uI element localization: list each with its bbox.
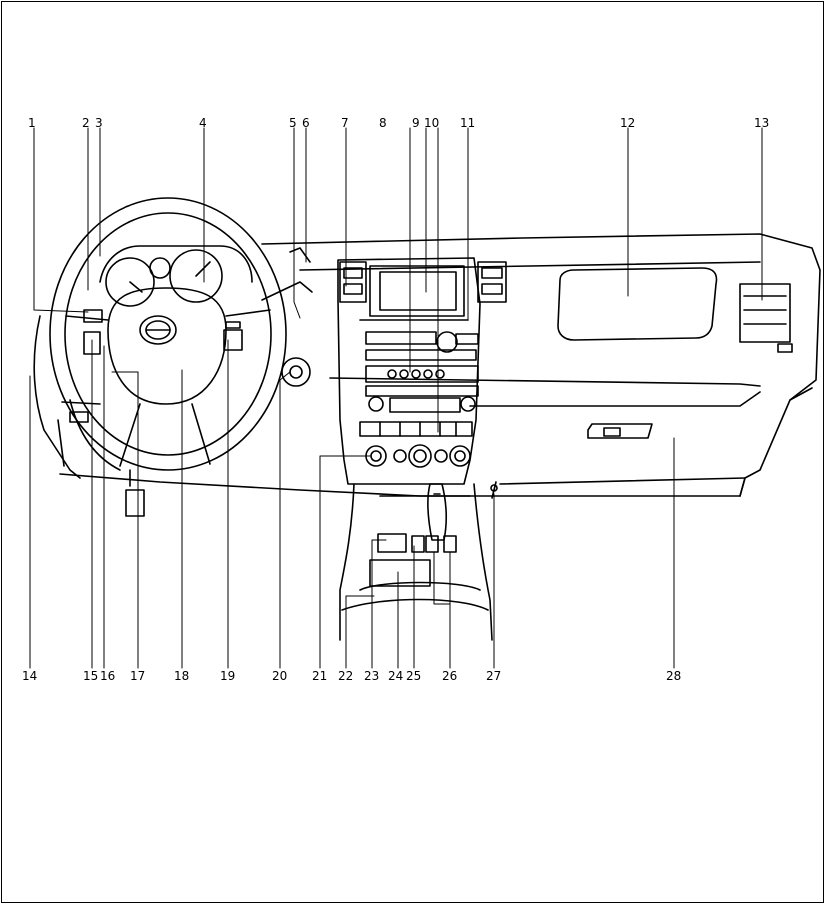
callout-13: 13: [754, 116, 769, 130]
callout-16: 16: [100, 669, 115, 683]
callout-27: 27: [486, 669, 501, 683]
callout-10: 10: [424, 116, 439, 130]
callout-28: 28: [666, 669, 681, 683]
callout-23: 23: [364, 669, 379, 683]
callout-18: 18: [174, 669, 189, 683]
center-stack: [337, 257, 507, 485]
callout-21: 21: [312, 669, 327, 683]
leader-lines: [29, 127, 763, 669]
callout-15: 15: [83, 669, 98, 683]
bottom-callout-labels: 14 15 16 17 18 19 20 21 22 23 24 25 26 2…: [22, 669, 681, 683]
callout-25: 25: [406, 669, 421, 683]
callout-2: 2: [82, 116, 90, 130]
callout-11: 11: [460, 116, 475, 130]
callout-20: 20: [272, 669, 287, 683]
callout-6: 6: [302, 116, 310, 130]
dashboard-outline: [59, 233, 821, 497]
callout-3: 3: [95, 116, 103, 130]
callout-24: 24: [388, 669, 403, 683]
callout-19: 19: [220, 669, 235, 683]
top-callout-labels: 1 2 3 4 5 6 7 8 9 10 11 12 13: [28, 116, 769, 130]
callout-17: 17: [130, 669, 145, 683]
callout-22: 22: [338, 669, 353, 683]
callout-7: 7: [341, 116, 349, 130]
callout-4: 4: [199, 116, 207, 130]
callout-5: 5: [289, 116, 297, 130]
steering-wheel: [49, 197, 287, 517]
passenger-side: [490, 267, 793, 499]
center-console: [339, 483, 493, 641]
callout-14: 14: [22, 669, 37, 683]
left-lower-panel: [33, 315, 121, 479]
callout-1: 1: [28, 116, 36, 130]
callout-26: 26: [442, 669, 457, 683]
callout-8: 8: [379, 116, 387, 130]
callout-9: 9: [412, 116, 420, 130]
callout-12: 12: [620, 116, 635, 130]
